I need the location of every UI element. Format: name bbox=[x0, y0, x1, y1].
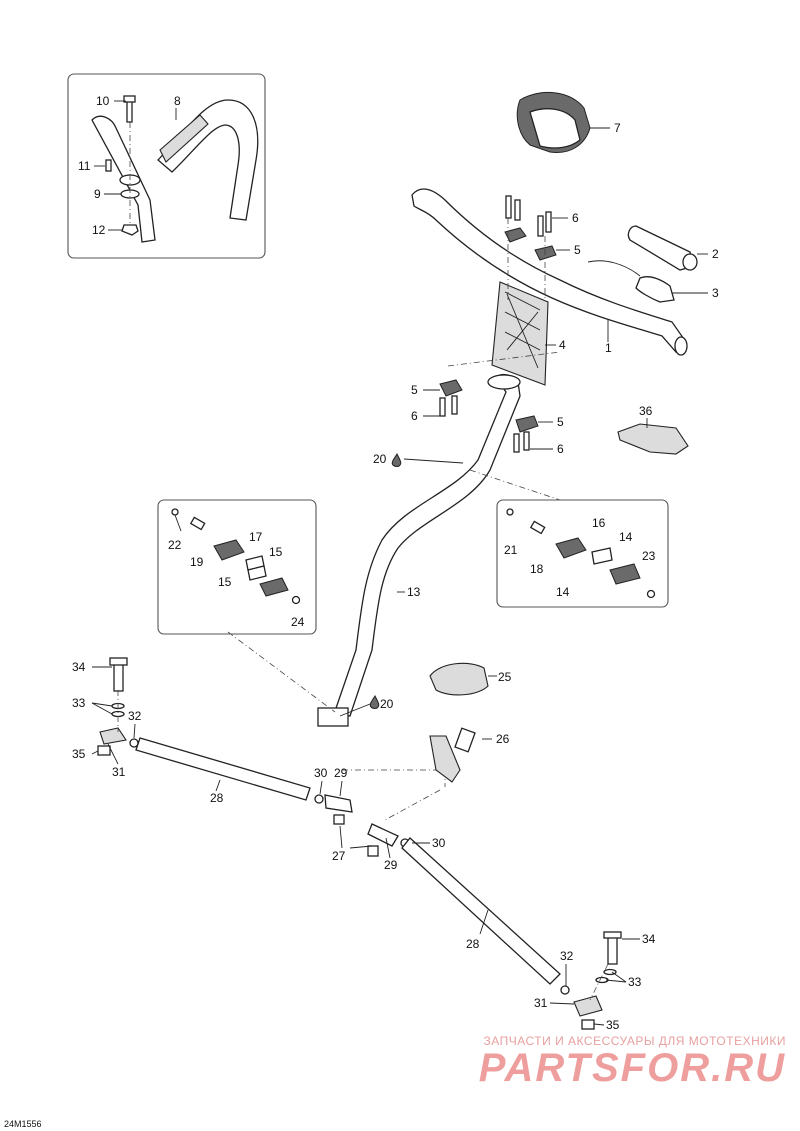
callout-34: 34 bbox=[72, 660, 86, 674]
callout-18: 18 bbox=[530, 562, 544, 576]
callout-24: 24 bbox=[291, 615, 305, 629]
tie-rod-upper bbox=[97, 657, 446, 825]
handlebar-cover bbox=[516, 91, 610, 154]
callout-6: 6 bbox=[572, 211, 579, 225]
lubricant-icon bbox=[391, 453, 402, 467]
callout-34: 34 bbox=[642, 932, 656, 946]
callout-3: 3 bbox=[712, 286, 719, 300]
callout-33: 33 bbox=[72, 696, 86, 710]
cover-25 bbox=[429, 662, 497, 696]
callout-29: 29 bbox=[384, 858, 398, 872]
callout-5: 5 bbox=[411, 383, 418, 397]
inset-clamp-right bbox=[496, 499, 669, 608]
reference-code: 24M1556 bbox=[4, 1119, 42, 1129]
callout-35: 35 bbox=[606, 1018, 620, 1032]
callout-28: 28 bbox=[210, 791, 224, 805]
callout-6: 6 bbox=[411, 409, 418, 423]
callout-14: 14 bbox=[619, 530, 633, 544]
callout-9: 9 bbox=[94, 187, 101, 201]
callout-13: 13 bbox=[407, 585, 421, 599]
callout-14: 14 bbox=[556, 585, 570, 599]
callout-11: 11 bbox=[78, 159, 91, 173]
callout-22: 22 bbox=[168, 538, 182, 552]
inset-handlebar-pad bbox=[67, 73, 266, 259]
callout-12: 12 bbox=[92, 223, 106, 237]
callout-30: 30 bbox=[314, 766, 328, 780]
callout-17: 17 bbox=[249, 530, 263, 544]
pin-11 bbox=[105, 159, 112, 172]
callout-10: 10 bbox=[96, 94, 110, 108]
callout-26: 26 bbox=[496, 732, 510, 746]
tie-rod-lower bbox=[367, 823, 622, 1030]
callout-20: 20 bbox=[380, 697, 394, 711]
callout-labels: 10 8 11 9 12 7 6 5 2 3 4 1 5 6 5 6 36 20… bbox=[72, 94, 719, 1032]
callout-6: 6 bbox=[557, 442, 564, 456]
callout-32: 32 bbox=[128, 709, 142, 723]
callout-35: 35 bbox=[72, 747, 86, 761]
pitman-arm bbox=[384, 727, 492, 821]
riser bbox=[491, 281, 556, 386]
callout-20: 20 bbox=[373, 452, 387, 466]
callout-23: 23 bbox=[642, 549, 656, 563]
handlebar bbox=[411, 188, 688, 356]
callout-7: 7 bbox=[614, 121, 621, 135]
callout-29: 29 bbox=[334, 766, 348, 780]
callout-16: 16 bbox=[592, 516, 606, 530]
callout-8: 8 bbox=[174, 94, 181, 108]
watermark-tagline: ЗАПЧАСТИ И АКСЕССУАРЫ ДЛЯ МОТОТЕХНИКИ bbox=[483, 1034, 786, 1048]
callout-5: 5 bbox=[574, 243, 581, 257]
callout-32: 32 bbox=[560, 949, 574, 963]
riser-hardware bbox=[423, 195, 570, 453]
callout-27: 27 bbox=[332, 849, 346, 863]
plate-36 bbox=[617, 418, 689, 455]
callout-19: 19 bbox=[190, 555, 204, 569]
callout-31: 31 bbox=[534, 996, 548, 1010]
callout-33: 33 bbox=[628, 975, 642, 989]
lubricant-icon bbox=[369, 695, 380, 709]
callout-2: 2 bbox=[712, 247, 719, 261]
callout-4: 4 bbox=[559, 338, 566, 352]
inset-clamp-left bbox=[157, 499, 317, 635]
screw-10 bbox=[126, 99, 133, 123]
steering-column bbox=[227, 351, 561, 727]
watermark-logo: PARTSFOR.RU bbox=[478, 1046, 786, 1090]
grips bbox=[587, 225, 708, 303]
callout-5: 5 bbox=[557, 415, 564, 429]
callout-1: 1 bbox=[605, 341, 612, 355]
callout-31: 31 bbox=[112, 765, 126, 779]
callout-30: 30 bbox=[432, 836, 446, 850]
watermark: ЗАПЧАСТИ И АКСЕССУАРЫ ДЛЯ МОТОТЕХНИКИ PA… bbox=[479, 1034, 786, 1088]
callout-36: 36 bbox=[639, 404, 653, 418]
callout-15: 15 bbox=[269, 545, 283, 559]
callout-25: 25 bbox=[498, 670, 512, 684]
callout-21: 21 bbox=[504, 543, 518, 557]
callout-15: 15 bbox=[218, 575, 232, 589]
callout-28: 28 bbox=[466, 937, 480, 951]
